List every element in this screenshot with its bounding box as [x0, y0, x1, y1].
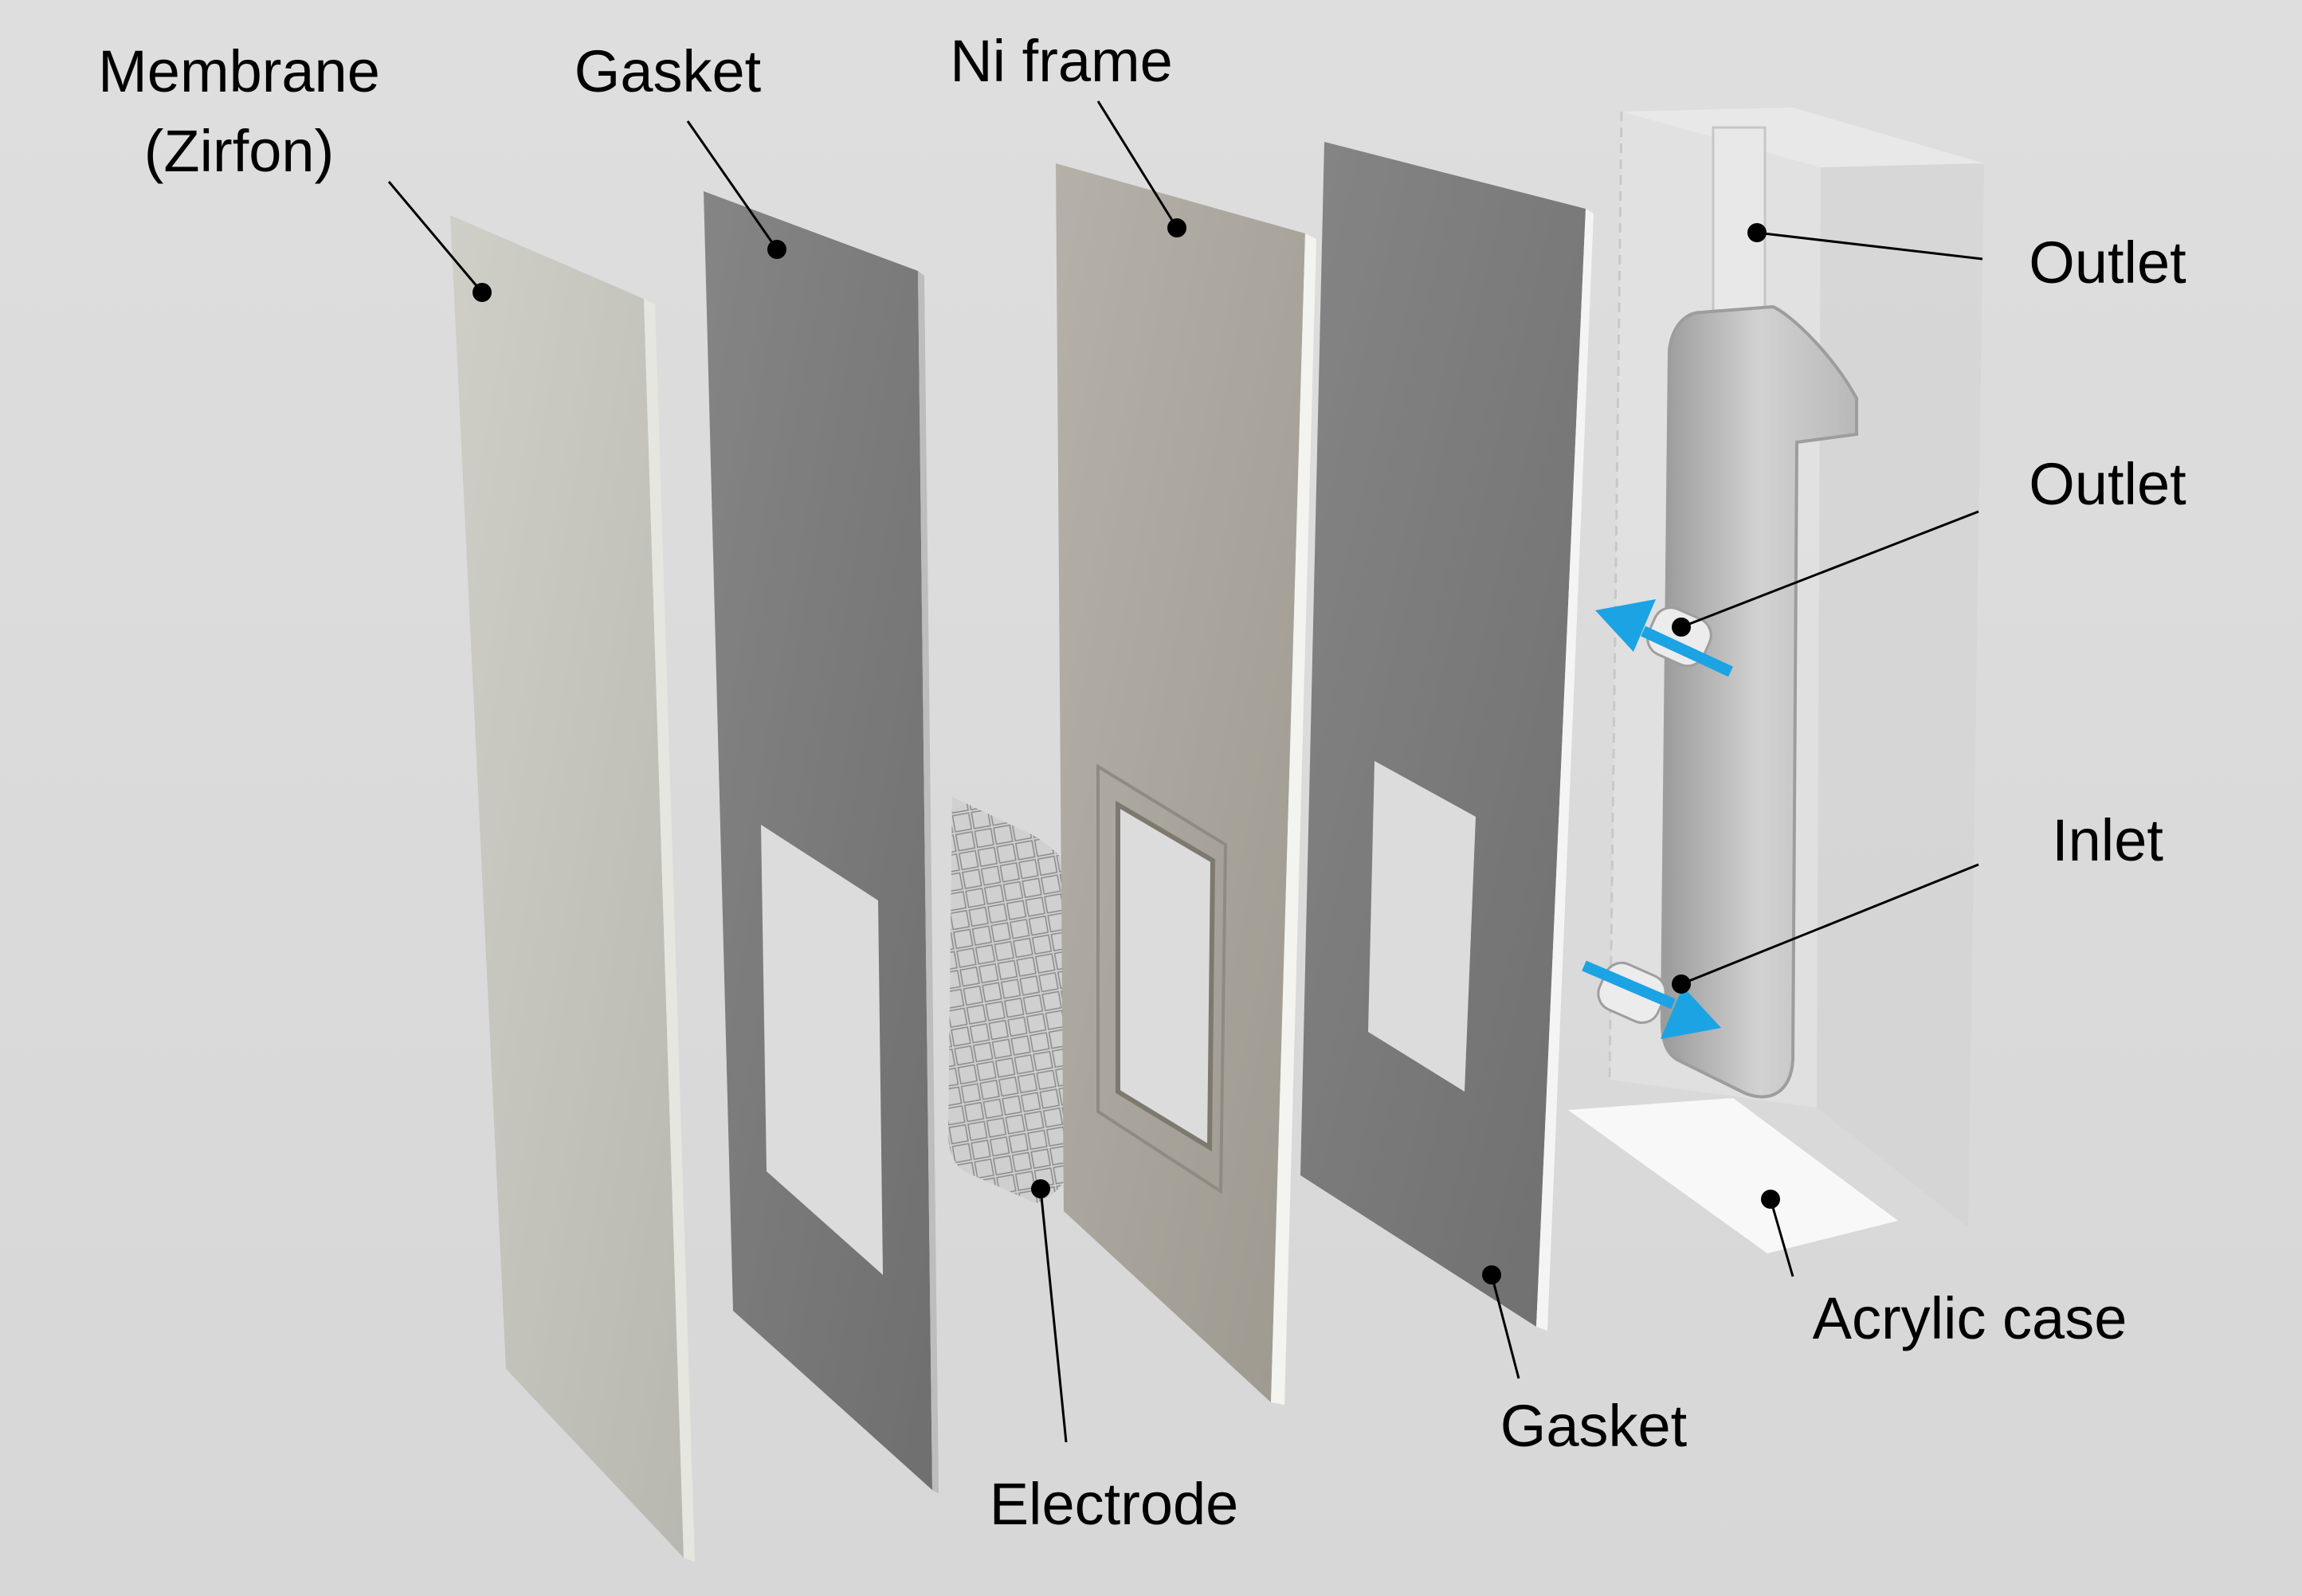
membrane-marker	[473, 283, 492, 302]
acrylic-case-base	[1568, 1098, 1898, 1253]
ni-frame-window	[1116, 800, 1216, 1152]
gasket-bottom-label: Gasket	[1500, 1393, 1688, 1459]
flow-channel	[1660, 304, 1858, 1099]
gasket-left-plate	[704, 191, 939, 1493]
gasket-left-window	[761, 825, 883, 1275]
ni-frame-marker	[1167, 218, 1186, 237]
arrow-left-icon	[1595, 599, 1733, 677]
outlet-top-marker	[1747, 223, 1767, 242]
gasket-right-window	[1368, 761, 1476, 1092]
leader-lines	[387, 100, 1983, 1443]
inlet-label: Inlet	[2052, 807, 2163, 873]
membrane-label-line1: Membrane	[98, 38, 380, 104]
outlet-middle-label: Outlet	[2029, 451, 2186, 517]
gasket-right-marker	[1482, 1265, 1501, 1284]
membrane-label-line2: (Zirfon)	[144, 118, 334, 184]
arrow-right-icon	[1582, 960, 1721, 1039]
outlet-middle-marker	[1672, 618, 1691, 637]
inlet-marker	[1672, 974, 1691, 994]
gasket-top-label: Gasket	[575, 38, 762, 104]
gasket-left-marker	[767, 240, 786, 259]
ni-frame-recess	[1096, 763, 1228, 1194]
gasket-right-plate	[1300, 142, 1594, 1331]
outlet-top-label: Outlet	[2029, 229, 2186, 296]
ni-frame-label: Ni frame	[950, 28, 1173, 94]
electrode-marker	[1031, 1179, 1050, 1198]
electrode-mesh	[948, 797, 1077, 1203]
outlet-top-port	[1712, 126, 1767, 320]
electrode-label: Electrode	[990, 1471, 1239, 1537]
ni-frame-plate	[1056, 163, 1316, 1405]
acrylic-case	[1568, 108, 1984, 1253]
acrylic-case-marker	[1761, 1190, 1780, 1209]
acrylic-case-label: Acrylic case	[1813, 1285, 2127, 1351]
membrane-plate	[450, 215, 695, 1562]
